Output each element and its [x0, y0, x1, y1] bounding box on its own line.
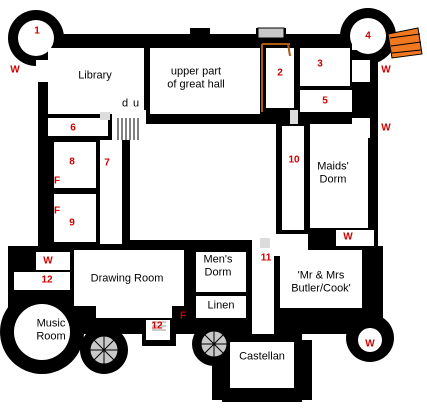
label-room-3: 3 — [317, 58, 323, 70]
label-w-top-right: W — [381, 64, 391, 76]
label-castellan: Castellan — [239, 350, 285, 363]
passage-tint — [100, 110, 298, 248]
label-room-6: 6 — [70, 122, 76, 134]
label-mens-dorm: Men's Dorm — [203, 253, 233, 278]
room-floors — [14, 18, 386, 388]
label-w-maids: W — [343, 231, 353, 243]
label-room-9: 9 — [69, 217, 75, 229]
label-room-10: 10 — [288, 154, 300, 166]
label-room-12-left: 12 — [41, 274, 53, 286]
label-stair-up: u — [132, 97, 140, 110]
stair-details — [89, 118, 228, 365]
label-linen: Linen — [207, 299, 235, 312]
accent-marks — [257, 27, 423, 112]
label-f-upper: F — [53, 175, 61, 187]
label-w-small-tower: W — [365, 338, 375, 350]
label-drawing-room: Drawing Room — [90, 272, 164, 285]
label-w-right: W — [381, 122, 391, 134]
label-butler-cook: 'Mr & Mrs Butler/Cook' — [291, 269, 351, 294]
label-maids-dorm: Maids' Dorm — [317, 160, 349, 185]
label-room-12-right: 12 — [151, 320, 163, 332]
label-room-4: 4 — [365, 30, 371, 42]
label-room-2: 2 — [277, 67, 283, 79]
label-room-7: 7 — [104, 157, 110, 169]
label-music-room: Music Room — [36, 317, 66, 342]
label-room-8: 8 — [69, 156, 75, 168]
label-stair-down: d — [121, 97, 129, 110]
label-f-lower: F — [53, 205, 61, 217]
label-room-11: 11 — [260, 252, 272, 264]
label-f-linen: F — [179, 310, 187, 322]
label-room-5: 5 — [322, 95, 328, 107]
label-room-1: 1 — [34, 25, 40, 37]
label-w-top-left: W — [10, 64, 20, 76]
label-great-hall: upper part of great hall — [167, 65, 225, 90]
label-w-left-lower: W — [43, 255, 53, 267]
label-library: Library — [78, 69, 112, 82]
